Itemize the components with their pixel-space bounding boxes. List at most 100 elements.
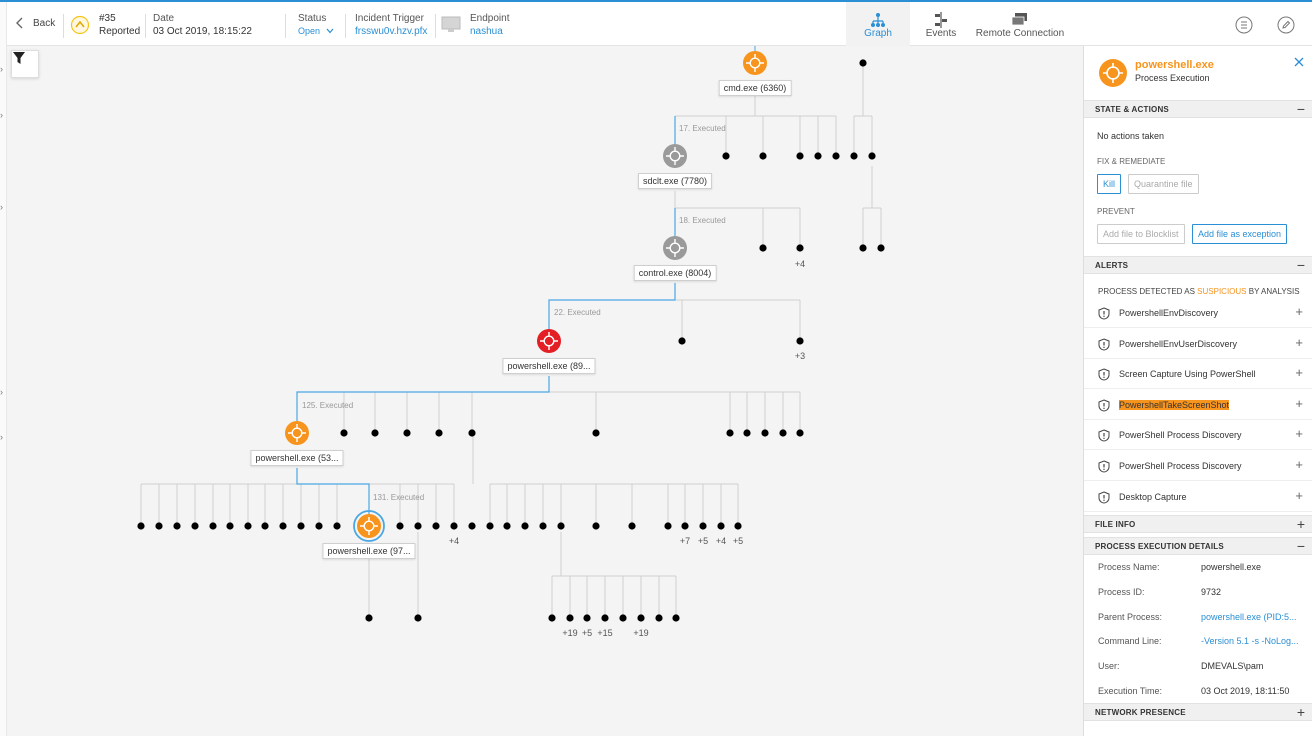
- process-node-dot[interactable]: [521, 522, 529, 530]
- process-node-dot[interactable]: [678, 337, 686, 345]
- process-node-dot[interactable]: [628, 522, 636, 530]
- section-process-execution-details[interactable]: PROCESS EXECUTION DETAILS −: [1084, 537, 1312, 555]
- process-node-dot[interactable]: [743, 429, 751, 437]
- process-node-dot[interactable]: [717, 522, 725, 530]
- process-graph-canvas[interactable]: cmd.exe (6360)sdclt.exe (7780)control.ex…: [7, 46, 1083, 736]
- alert-item[interactable]: PowershellTakeScreenShot+: [1084, 390, 1312, 420]
- process-node-dot[interactable]: [601, 614, 609, 622]
- process-node-dot[interactable]: [761, 429, 769, 437]
- process-node-dot[interactable]: [655, 614, 663, 622]
- process-node-dot[interactable]: [155, 522, 163, 530]
- kill-button[interactable]: Kill: [1097, 174, 1122, 194]
- expand-chevron-icon[interactable]: ›: [0, 110, 3, 120]
- section-network-presence[interactable]: NETWORK PRESENCE +: [1084, 703, 1312, 721]
- process-node-dot[interactable]: [365, 614, 373, 622]
- process-node-dot[interactable]: [173, 522, 181, 530]
- status-dropdown[interactable]: Open: [298, 26, 338, 38]
- collapsed-count-badge[interactable]: +4: [448, 536, 460, 546]
- process-node-dot[interactable]: [868, 152, 876, 160]
- expand-alert-icon[interactable]: +: [1295, 426, 1303, 442]
- alert-item[interactable]: PowerShell Process Discovery+: [1084, 451, 1312, 481]
- process-node-dot[interactable]: [371, 429, 379, 437]
- process-node-dot[interactable]: [619, 614, 627, 622]
- process-node-dot[interactable]: [796, 337, 804, 345]
- process-node-dot[interactable]: [279, 522, 287, 530]
- process-node-dot[interactable]: [226, 522, 234, 530]
- process-node-dot[interactable]: [340, 429, 348, 437]
- process-node-dot[interactable]: [209, 522, 217, 530]
- expand-chevron-icon[interactable]: ›: [0, 202, 3, 212]
- add-exception-button[interactable]: Add file as exception: [1192, 224, 1288, 244]
- collapsed-count-badge[interactable]: +19: [633, 628, 649, 638]
- process-node-dot[interactable]: [592, 522, 600, 530]
- collapsed-count-badge[interactable]: +4: [715, 536, 727, 546]
- endpoint-link[interactable]: nashua: [470, 26, 503, 37]
- process-node[interactable]: [663, 236, 687, 260]
- notes-list-icon[interactable]: [1235, 16, 1253, 34]
- detail-value[interactable]: powershell.exe (PID:5...: [1201, 611, 1297, 622]
- process-node-dot[interactable]: [297, 522, 305, 530]
- section-file-info[interactable]: FILE INFO +: [1084, 515, 1312, 533]
- expand-chevron-icon[interactable]: ›: [0, 432, 3, 442]
- process-node-dot[interactable]: [722, 152, 730, 160]
- process-node-dot[interactable]: [191, 522, 199, 530]
- back-button[interactable]: Back: [13, 2, 65, 46]
- process-node-dot[interactable]: [333, 522, 341, 530]
- process-node-dot[interactable]: [859, 244, 867, 252]
- process-node-dot[interactable]: [539, 522, 547, 530]
- process-node-dot[interactable]: [468, 429, 476, 437]
- add-to-blocklist-button[interactable]: Add file to Blocklist: [1097, 224, 1185, 244]
- process-node-dot[interactable]: [779, 429, 787, 437]
- quarantine-file-button[interactable]: Quarantine file: [1128, 174, 1199, 194]
- process-node-dot[interactable]: [681, 522, 689, 530]
- process-node[interactable]: [537, 329, 561, 353]
- process-node-label[interactable]: control.exe (8004): [633, 265, 717, 281]
- process-node-dot[interactable]: [672, 614, 680, 622]
- alert-item[interactable]: PowershellEnvDiscovery+: [1084, 298, 1312, 328]
- process-node-dot[interactable]: [486, 522, 494, 530]
- process-node-dot[interactable]: [699, 522, 707, 530]
- process-node-dot[interactable]: [468, 522, 476, 530]
- collapse-icon[interactable]: −: [1296, 257, 1305, 273]
- process-node[interactable]: [285, 421, 309, 445]
- process-node-dot[interactable]: [414, 522, 422, 530]
- process-node-dot[interactable]: [414, 614, 422, 622]
- trigger-link[interactable]: frsswu0v.hzv.pfx: [355, 26, 428, 37]
- process-tree-svg[interactable]: [7, 46, 1083, 736]
- alert-item[interactable]: PowerShell Process Discovery+: [1084, 420, 1312, 451]
- process-node-dot[interactable]: [396, 522, 404, 530]
- process-node-dot[interactable]: [796, 429, 804, 437]
- process-node-dot[interactable]: [796, 152, 804, 160]
- collapsed-count-badge[interactable]: +3: [794, 351, 806, 361]
- expand-chevron-icon[interactable]: ›: [0, 64, 3, 74]
- process-node-dot[interactable]: [664, 522, 672, 530]
- process-node-dot[interactable]: [244, 522, 252, 530]
- process-node-dot[interactable]: [726, 429, 734, 437]
- process-node-label[interactable]: powershell.exe (89...: [502, 358, 596, 374]
- section-state-actions[interactable]: STATE & ACTIONS −: [1084, 100, 1312, 118]
- process-node-dot[interactable]: [877, 244, 885, 252]
- collapsed-count-badge[interactable]: +5: [732, 536, 744, 546]
- process-node-label[interactable]: sdclt.exe (7780): [637, 173, 713, 189]
- process-node-dot[interactable]: [583, 614, 591, 622]
- process-node-dot[interactable]: [557, 522, 565, 530]
- process-node-dot[interactable]: [814, 152, 822, 160]
- process-node-dot[interactable]: [137, 522, 145, 530]
- expand-alert-icon[interactable]: +: [1295, 487, 1303, 503]
- process-node-dot[interactable]: [796, 244, 804, 252]
- process-node-dot[interactable]: [566, 614, 574, 622]
- close-icon[interactable]: [1294, 57, 1304, 67]
- tab-remote-connection[interactable]: Remote Connection: [973, 2, 1067, 46]
- collapsed-count-badge[interactable]: +7: [679, 536, 691, 546]
- expand-alert-icon[interactable]: +: [1295, 334, 1303, 350]
- alert-item[interactable]: Desktop Capture+: [1084, 482, 1312, 512]
- expand-icon[interactable]: +: [1296, 516, 1305, 532]
- process-node-dot[interactable]: [637, 614, 645, 622]
- process-node-dot[interactable]: [261, 522, 269, 530]
- collapse-icon[interactable]: −: [1296, 101, 1305, 117]
- collapse-icon[interactable]: −: [1296, 538, 1305, 554]
- expand-icon[interactable]: +: [1296, 704, 1305, 720]
- process-node-dot[interactable]: [592, 429, 600, 437]
- filter-button[interactable]: [11, 50, 39, 78]
- process-node[interactable]: [663, 144, 687, 168]
